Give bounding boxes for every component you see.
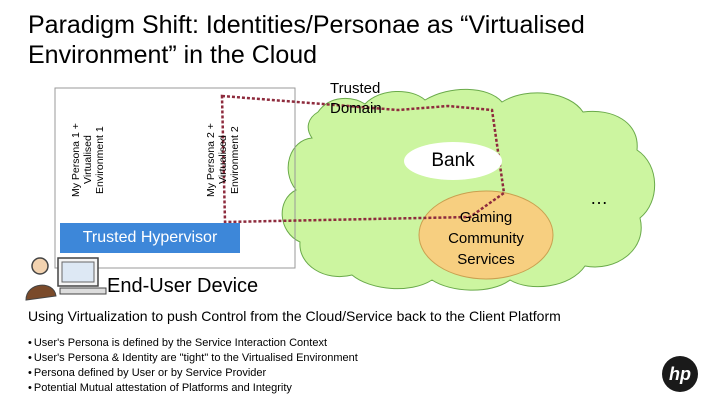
trusted-domain-label: Trusted Domain [330,80,382,117]
trusted-hypervisor: Trusted Hypervisor [60,223,240,253]
slide-title: Paradigm Shift: Identities/Personae as “… [28,11,585,69]
bank-service: Bank [404,142,502,180]
user-at-computer-icon [25,257,107,301]
subtitle: Using Virtualization to push Control fro… [28,308,561,324]
persona-2-label: My Persona 2 + Virtualised Environment 2 [205,123,241,197]
gaming-services-bubble [418,190,554,280]
bullet-item: User's Persona & Identity are "tight" to… [28,351,358,366]
persona-1-label: My Persona 1 + Virtualised Environment 1 [70,123,106,197]
end-user-device-label: End-User Device [107,275,259,297]
bullet-item: User's Persona is defined by the Service… [28,336,358,351]
end-user-device-frame [54,87,296,269]
trusted-domain-outline [220,94,506,224]
bullet-list: User's Persona is defined by the Service… [28,336,358,396]
more-services-ellipsis: … [590,188,608,208]
bullet-item: Potential Mutual attestation of Platform… [28,381,358,396]
gaming-community-services: Gaming Community Services [448,209,524,268]
cloud-shape [281,88,656,291]
hp-logo: hp [662,356,698,392]
bullet-item: Persona defined by User or by Service Pr… [28,366,358,381]
